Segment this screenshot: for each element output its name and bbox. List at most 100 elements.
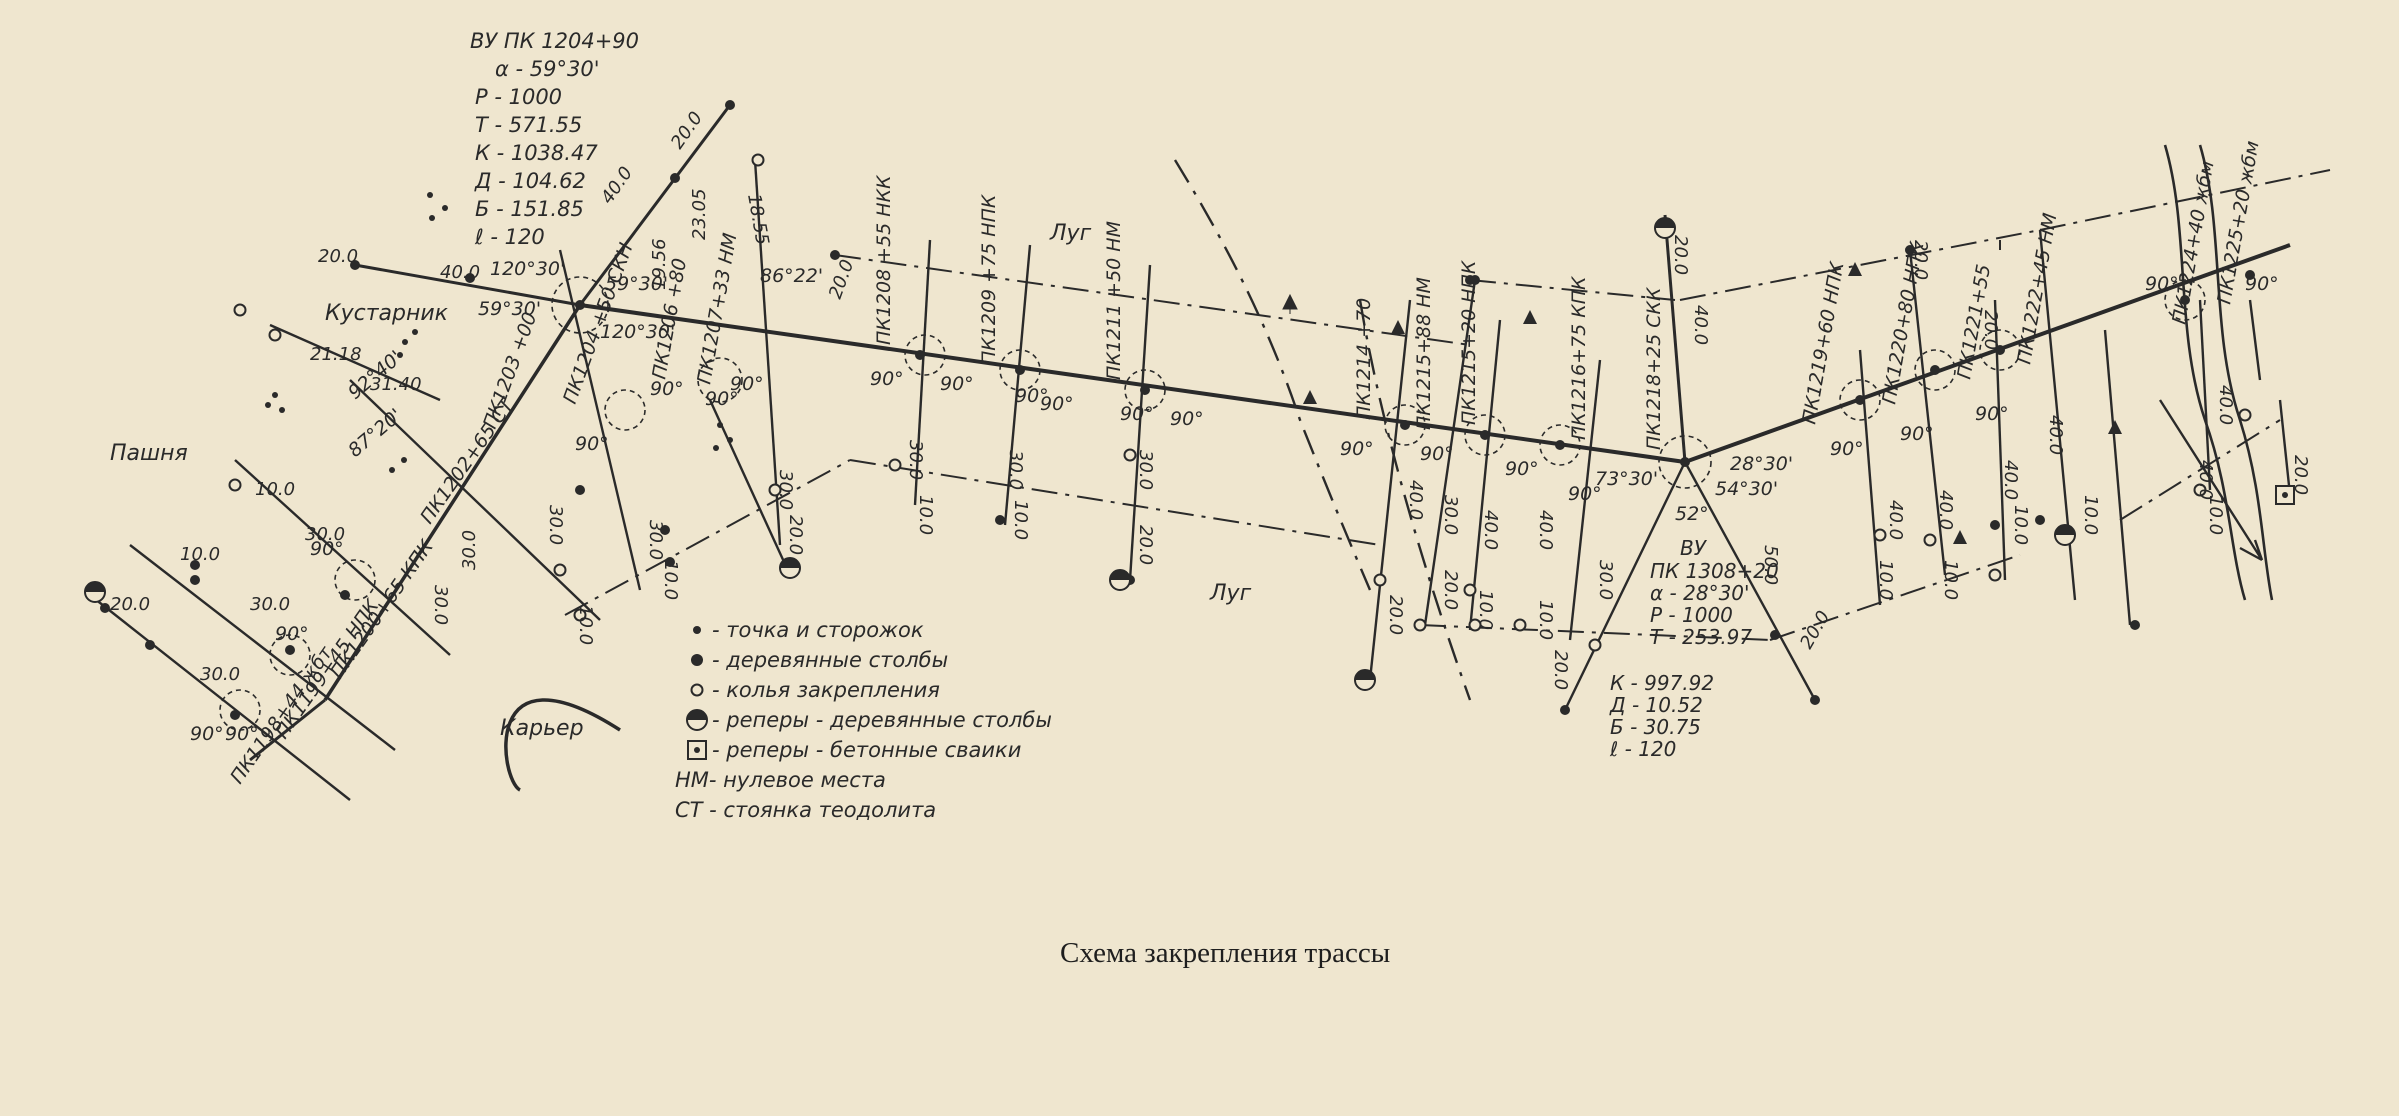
svg-text:Р - 1000: Р - 1000 (475, 85, 562, 109)
svg-text:20.0: 20.0 (1440, 570, 1461, 610)
label-meadow-top: Луг (1049, 221, 1092, 246)
river-line-2 (2198, 144, 2274, 601)
vertex2-data-block: ВУ ПК 1308+20 α - 28°30' Р - 1000 Т - 25… (1609, 536, 1779, 761)
svg-text:54°30': 54°30' (1715, 478, 1778, 500)
svg-text:Д - 10.52: Д - 10.52 (1609, 693, 1703, 717)
svg-text:ПК1216+75 КПК: ПК1216+75 КПК (1568, 275, 1590, 440)
river-line (2163, 144, 2247, 601)
svg-text:ПК 1308+20: ПК 1308+20 (1650, 559, 1779, 583)
svg-text:40.0: 40.0 (1690, 305, 1711, 345)
svg-text:90°: 90° (2145, 273, 2179, 295)
svg-text:90°: 90° (1830, 438, 1864, 460)
svg-text:90°: 90° (940, 373, 974, 395)
svg-text:30.0: 30.0 (1005, 450, 1026, 490)
svg-text:90°: 90° (1420, 443, 1454, 465)
svg-text:20.0: 20.0 (2290, 455, 2311, 495)
svg-text:20.0: 20.0 (667, 108, 707, 153)
svg-text:Б - 30.75: Б - 30.75 (1610, 715, 1701, 739)
svg-text:10.0: 10.0 (1940, 560, 1961, 600)
cross-lines (89, 159, 2292, 801)
svg-text:21.18: 21.18 (310, 344, 362, 365)
legend-item-3: - колья закрепления (712, 678, 940, 702)
svg-text:20.0: 20.0 (318, 246, 358, 267)
svg-text:ПК1214 +70: ПК1214 +70 (1353, 298, 1375, 420)
svg-text:10.0: 10.0 (1010, 500, 1031, 540)
legend-item-6: НМ- нулевое места (675, 768, 886, 792)
svg-text:ℓ - 120: ℓ - 120 (474, 225, 545, 249)
svg-text:30.0: 30.0 (1135, 450, 1156, 490)
svg-text:10.0: 10.0 (180, 544, 220, 565)
terrain-labels: Луг Луг Кустарник Пашня Карьер (110, 221, 1252, 741)
svg-text:20.0: 20.0 (1385, 595, 1406, 635)
svg-text:30.0: 30.0 (545, 505, 566, 545)
svg-text:90°: 90° (705, 388, 739, 410)
svg-text:20.0: 20.0 (785, 515, 806, 555)
svg-text:Б - 151.85: Б - 151.85 (475, 197, 584, 221)
svg-text:40.0: 40.0 (597, 163, 637, 208)
svg-text:90°: 90° (1040, 393, 1074, 415)
svg-text:40.0: 40.0 (1935, 490, 1956, 530)
svg-text:ПК1215+20 НПК: ПК1215+20 НПК (1458, 259, 1480, 425)
svg-text:90°: 90° (650, 378, 684, 400)
svg-text:α - 28°30': α - 28°30' (1650, 581, 1750, 605)
svg-text:К - 1038.47: К - 1038.47 (475, 141, 598, 165)
svg-text:120°30': 120°30' (600, 321, 675, 343)
svg-text:30.0: 30.0 (430, 585, 451, 625)
svg-text:10.0: 10.0 (1535, 600, 1556, 640)
svg-text:20.0: 20.0 (1796, 607, 1834, 652)
svg-text:20.0: 20.0 (825, 257, 858, 302)
svg-text:Т - 253.97: Т - 253.97 (1650, 625, 1752, 649)
svg-text:40.0: 40.0 (2215, 385, 2236, 425)
svg-text:10.0: 10.0 (1475, 590, 1496, 630)
svg-text:ПК1219+60 НПК: ПК1219+60 НПК (1798, 259, 1848, 426)
svg-text:10.0: 10.0 (2205, 495, 2226, 535)
svg-text:ℓ - 120: ℓ - 120 (1609, 737, 1676, 761)
legend: - точка и сторожок - деревянные столбы -… (675, 618, 1052, 822)
svg-text:90°: 90° (2245, 273, 2279, 295)
svg-text:87°20': 87°20' (344, 404, 406, 461)
svg-text:10.0: 10.0 (575, 605, 596, 645)
svg-text:90°: 90° (190, 723, 224, 745)
svg-text:23.05: 23.05 (689, 188, 710, 240)
svg-text:10.0: 10.0 (255, 479, 295, 500)
svg-text:Р - 1000: Р - 1000 (1650, 603, 1733, 627)
svg-text:90°: 90° (1568, 483, 1602, 505)
svg-text:30.0: 30.0 (250, 594, 290, 615)
svg-text:18.55: 18.55 (743, 192, 773, 246)
svg-text:73°30': 73°30' (1595, 468, 1658, 490)
svg-text:52°: 52° (1675, 503, 1709, 525)
svg-text:30.0: 30.0 (645, 520, 666, 560)
svg-text:К - 997.92: К - 997.92 (1610, 671, 1714, 695)
legend-item-2: - деревянные столбы (712, 648, 948, 672)
svg-text:ПК1211 +50 НМ: ПК1211 +50 НМ (1103, 221, 1125, 380)
svg-text:30.0: 30.0 (305, 524, 345, 545)
svg-text:Д - 104.62: Д - 104.62 (474, 169, 586, 193)
figure-caption: Схема закрепления трассы (1060, 937, 1390, 969)
quarry-outline (504, 698, 621, 792)
svg-text:ВУ: ВУ (1680, 536, 1708, 560)
svg-text:90°: 90° (1340, 438, 1374, 460)
svg-text:10.0: 10.0 (2010, 505, 2031, 545)
svg-text:20.0: 20.0 (110, 594, 150, 615)
svg-text:30.0: 30.0 (775, 470, 796, 510)
svg-text:10.0: 10.0 (915, 495, 936, 535)
svg-text:40.0: 40.0 (1535, 510, 1556, 550)
svg-text:59°30': 59°30' (478, 298, 541, 320)
svg-text:ПК1208 +55 НКК: ПК1208 +55 НКК (873, 174, 895, 345)
legend-item-5: - реперы - бетонные сваики (712, 738, 1021, 762)
svg-text:40.0: 40.0 (1480, 510, 1501, 550)
svg-text:90°: 90° (1900, 423, 1934, 445)
angle-arcs (219, 276, 2206, 731)
svg-text:20.0: 20.0 (1980, 310, 2001, 350)
svg-text:10.0: 10.0 (660, 560, 681, 600)
svg-text:ВУ ПК 1204+90: ВУ ПК 1204+90 (470, 29, 639, 53)
svg-text:90°: 90° (575, 433, 609, 455)
boundary-dashed-line (1173, 159, 1372, 591)
svg-text:ПК1224+40 жбм: ПК1224+40 жбм (2168, 159, 2218, 326)
legend-item-4: - реперы - деревянные столбы (712, 708, 1052, 732)
svg-text:ПК1220+80 НПК: ПК1220+80 НПК (1878, 239, 1928, 406)
svg-text:90°: 90° (1975, 403, 2009, 425)
svg-text:90°: 90° (310, 538, 344, 560)
svg-text:90°: 90° (275, 623, 309, 645)
